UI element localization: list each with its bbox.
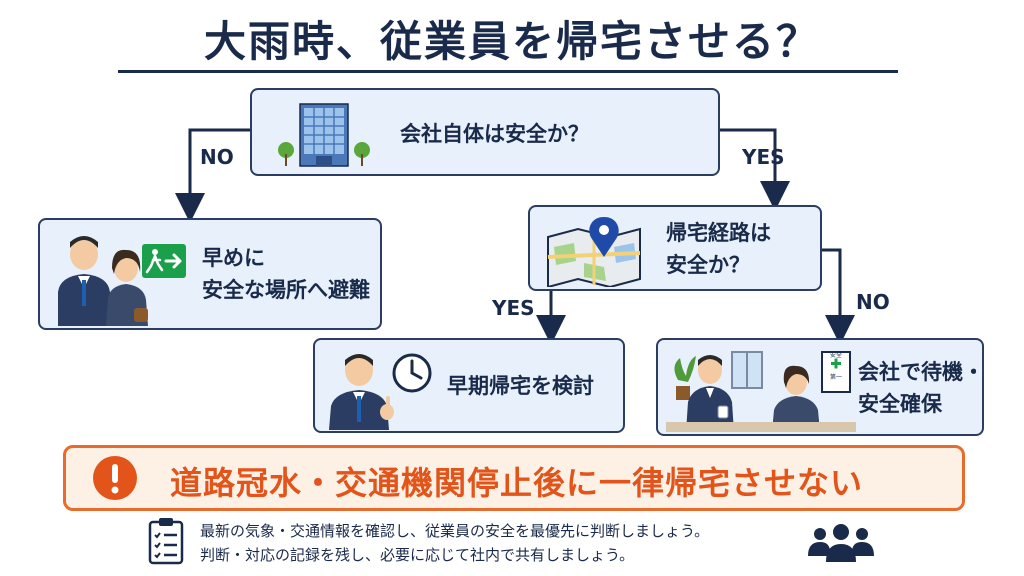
node-company-safe: 会社自体は安全か？ — [250, 88, 720, 176]
footnote-2: 判断・対応の記録を残し、必要に応じて社内で共有しましょう。 — [200, 546, 635, 564]
edge-label-start-no: NO — [200, 145, 234, 169]
warning-banner-text: 道路冠水・交通機関停止後に一律帰宅させない — [170, 464, 864, 502]
connector-start-yes — [720, 128, 790, 211]
warning-icon — [93, 456, 137, 500]
node-stay-line1: 会社で待機・ — [858, 360, 984, 384]
businessman-icon — [329, 354, 394, 430]
node-route-line2: 安全か？ — [666, 253, 750, 277]
group-icon — [808, 524, 874, 562]
safety-sign-top-text: 安全 — [830, 351, 842, 359]
connector-route-no — [822, 248, 855, 345]
edge-label-route-no: NO — [856, 290, 890, 314]
footnotes: 最新の気象・交通情報を確認し、従業員の安全を最優先に判断しましょう。 判断・対応… — [200, 519, 709, 567]
clipboard-icon — [148, 518, 184, 565]
node-stay-line2: 安全確保 — [858, 392, 942, 416]
clock-icon — [392, 353, 432, 393]
node-evacuate: 早めに 安全な場所へ避難 — [38, 218, 382, 330]
node-early-return-label: 早期帰宅を検討 — [447, 374, 594, 398]
warning-banner: 道路冠水・交通機関停止後に一律帰宅させない — [63, 445, 965, 511]
footnote-1: 最新の気象・交通情報を確認し、従業員の安全を最優先に判断しましょう。 — [200, 522, 710, 540]
node-evacuate-line1: 早めに — [202, 246, 265, 270]
people-icon — [58, 236, 148, 326]
exit-sign-icon — [142, 244, 186, 278]
safety-sign-bottom-text: 第一 — [830, 373, 842, 381]
connector-start-no — [175, 128, 250, 223]
edge-label-route-yes: YES — [492, 296, 535, 320]
node-company-safe-label: 会社自体は安全か？ — [400, 122, 589, 146]
page-title: 大雨時、従業員を帰宅させる？ — [203, 17, 820, 66]
title-underline — [118, 70, 898, 73]
node-route-safe: 帰宅経路は 安全か？ — [528, 205, 822, 291]
building-icon — [278, 103, 370, 167]
node-route-line1: 帰宅経路は — [666, 221, 771, 245]
edge-label-start-yes: YES — [742, 145, 785, 169]
node-stay-at-office: 安全 第一 会社で待機・ 安全確保 — [656, 338, 984, 436]
node-early-return: 早期帰宅を検討 — [313, 338, 625, 433]
map-pin-icon — [547, 217, 641, 287]
node-evacuate-line2: 安全な場所へ避難 — [202, 278, 370, 302]
meeting-icon: 安全 第一 — [666, 351, 856, 432]
